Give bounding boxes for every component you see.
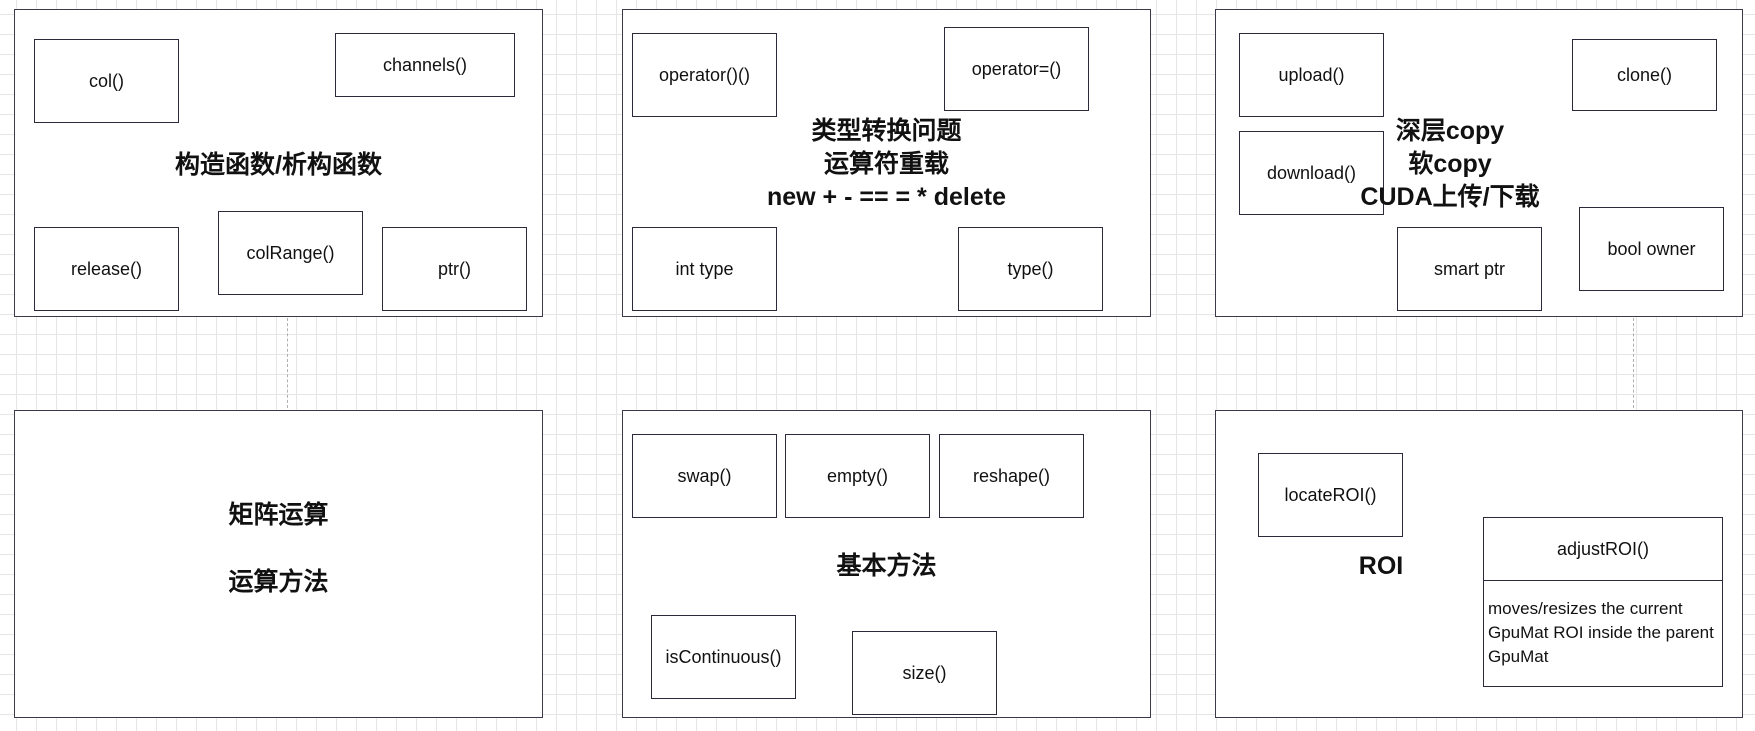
ptr-method-box[interactable]: ptr() [382, 227, 527, 311]
panel-operators: operator()() operator=() 类型转换问题 运算符重载 ne… [622, 9, 1151, 317]
reshape-method-label: reshape() [972, 465, 1051, 486]
col-method-box[interactable]: col() [34, 39, 179, 123]
locateROI-method-box[interactable]: locateROI() [1258, 453, 1403, 537]
adjustROI-description: moves/resizes the current GpuMat ROI ins… [1488, 599, 1714, 666]
swap-method-label: swap() [677, 465, 732, 486]
channels-method-label: channels() [382, 54, 468, 75]
operators-title-line-2: 运算符重载 [823, 150, 949, 178]
connector-line-right [1633, 318, 1634, 408]
swap-method-box[interactable]: swap() [632, 434, 777, 518]
adjustROI-method-label: adjustROI() [1556, 538, 1650, 559]
clone-method-box[interactable]: clone() [1572, 39, 1717, 111]
operators-title-line-1: 类型转换问题 [811, 117, 962, 145]
operator-call-box[interactable]: operator()() [632, 33, 777, 117]
ptr-method-label: ptr() [438, 258, 471, 279]
locateROI-method-label: locateROI() [1284, 484, 1377, 505]
empty-method-label: empty() [826, 465, 888, 486]
panel-transfer: upload() clone() download() 深层copy 软copy… [1215, 9, 1743, 317]
adjustROI-note[interactable]: adjustROI() moves/resizes the current Gp… [1483, 517, 1723, 687]
isContinuous-method-box[interactable]: isContinuous() [651, 615, 796, 699]
upload-method-box[interactable]: upload() [1239, 33, 1384, 117]
smart-ptr-label: smart ptr [1433, 258, 1505, 279]
transfer-title-line-1: 深层copy [1395, 117, 1505, 145]
transfer-title-line-2: 软copy [1408, 150, 1492, 178]
lifecycle-title: 构造函数/析构函数 [175, 151, 382, 179]
type-method-box[interactable]: type() [958, 227, 1103, 311]
reshape-method-box[interactable]: reshape() [939, 434, 1084, 518]
colRange-method-box[interactable]: colRange() [218, 211, 363, 295]
bool-owner-box[interactable]: bool owner [1579, 207, 1724, 291]
operators-title: 类型转换问题 运算符重载 new + - == = * delete [623, 115, 1150, 214]
matrix-title-line-1: 矩阵运算 [228, 501, 329, 529]
type-method-label: type() [1007, 258, 1054, 279]
connector-line-left [287, 318, 288, 408]
size-method-label: size() [902, 662, 947, 683]
download-method-label: download() [1266, 162, 1357, 183]
transfer-title: 深层copy 软copy CUDA上传/下载 [1350, 115, 1550, 214]
channels-method-box[interactable]: channels() [335, 33, 515, 97]
operators-title-line-3: new + - == = * delete [766, 183, 1006, 211]
transfer-title-line-3: CUDA上传/下载 [1360, 183, 1540, 211]
operator-assign-label: operator=() [971, 58, 1062, 79]
empty-method-box[interactable]: empty() [785, 434, 930, 518]
release-method-label: release() [70, 258, 143, 279]
size-method-box[interactable]: size() [852, 631, 997, 715]
panel-roi: locateROI() ROI adjustROI() moves/resize… [1215, 410, 1743, 718]
int-type-box[interactable]: int type [632, 227, 777, 311]
roi-title: ROI [1358, 552, 1404, 580]
int-type-label: int type [675, 258, 734, 279]
col-method-label: col() [89, 70, 124, 91]
operator-call-label: operator()() [658, 64, 751, 85]
smart-ptr-box[interactable]: smart ptr [1397, 227, 1542, 311]
bool-owner-label: bool owner [1607, 238, 1696, 259]
matrix-title-line-2: 运算方法 [228, 568, 329, 596]
isContinuous-method-label: isContinuous() [665, 646, 782, 667]
panel-basic: swap() empty() reshape() 基本方法 isContinuo… [622, 410, 1151, 718]
panel-matrix: 矩阵运算 运算方法 [14, 410, 543, 718]
operator-assign-box[interactable]: operator=() [944, 27, 1089, 111]
colRange-method-label: colRange() [246, 242, 335, 263]
upload-method-label: upload() [1278, 64, 1345, 85]
clone-method-label: clone() [1616, 64, 1673, 85]
basic-title: 基本方法 [836, 552, 937, 580]
panel-lifecycle: col() channels() 构造函数/析构函数 release() col… [14, 9, 543, 317]
adjustROI-header: adjustROI() [1484, 518, 1722, 581]
release-method-box[interactable]: release() [34, 227, 179, 311]
download-method-box[interactable]: download() [1239, 131, 1384, 215]
